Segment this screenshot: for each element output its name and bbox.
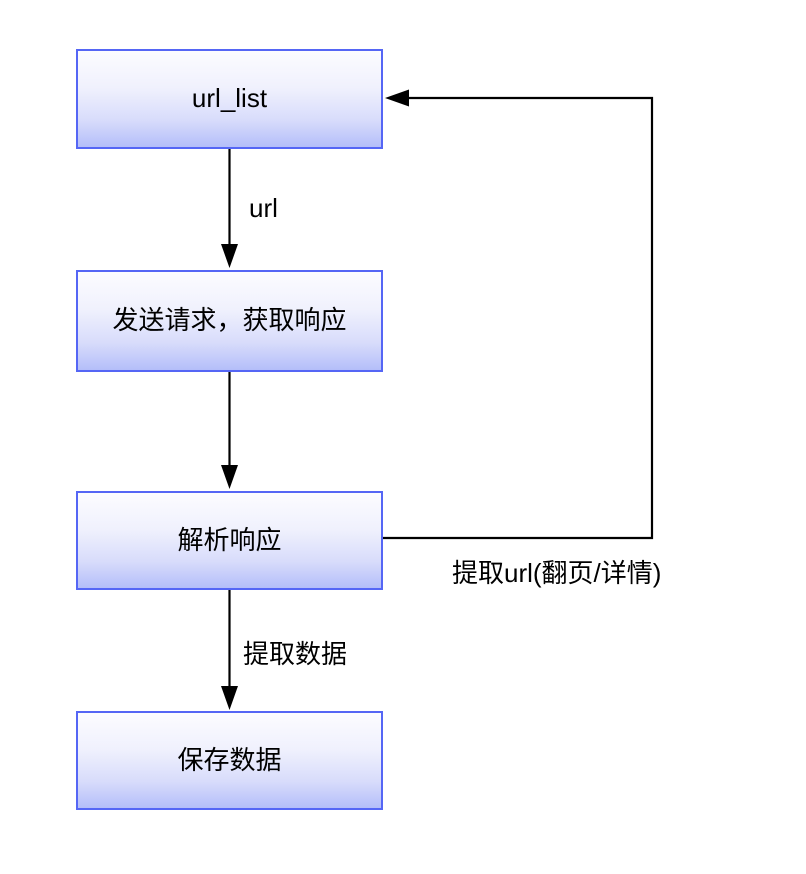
edge-url-list-to-send-request	[221, 149, 238, 268]
node-url-list[interactable]: url_list	[76, 49, 383, 149]
edge-parse-to-url-list-feedback	[383, 89, 654, 540]
node-save-data[interactable]: 保存数据	[76, 711, 383, 810]
node-parse-response-label: 解析响应	[177, 524, 282, 555]
node-url-list-label: url_list	[191, 83, 268, 114]
node-send-request[interactable]: 发送请求，获取响应	[76, 270, 383, 372]
node-save-data-label: 保存数据	[177, 744, 282, 775]
node-parse-response[interactable]: 解析响应	[76, 491, 383, 590]
edge-label-extract-url: 提取url(翻页/详情)	[452, 558, 662, 588]
edge-send-request-to-parse	[221, 372, 238, 489]
edge-parse-to-save	[221, 590, 238, 710]
edge-label-extract-data: 提取数据	[243, 639, 348, 669]
edge-label-url: url	[249, 193, 278, 223]
node-send-request-label: 发送请求，获取响应	[112, 305, 347, 336]
